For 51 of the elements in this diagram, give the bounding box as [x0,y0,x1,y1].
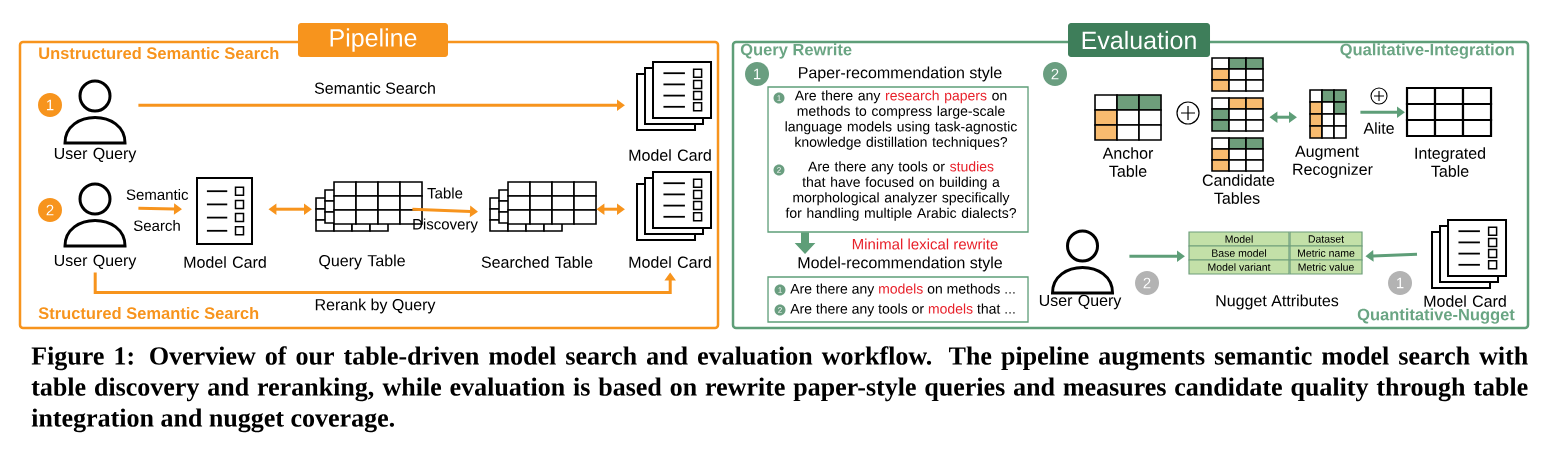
callout-number: 2 [1043,62,1067,86]
edge-label: Semantic Search [314,82,435,94]
node-label: Candidate Tables [1202,174,1275,204]
callout-number: 1 [745,62,769,86]
style-heading: Paper-recommendation style [799,66,1002,82]
section-title: Unstructured Semantic Search [39,46,279,60]
table-cell: Base model [1188,245,1290,261]
callout-number: 2 [774,304,786,316]
question: Are there any models on methods ... [790,283,1015,297]
section-title: Structured Semantic Search [38,306,259,320]
node-label: Query Table [319,254,405,270]
callout-number: 1 [774,284,786,296]
node-label: User Query [54,254,137,270]
edge-label: Minimal lexical rewrite [852,238,998,250]
table-cell: Metric value [1289,259,1363,275]
callout-number: 1 [1388,271,1412,295]
edge-label: Rerank by Query [315,298,436,314]
caption: Figure 1: Overview of our table-driven model search and evaluation workflow. The pipeline augments semantic model search with table discovery and reranking, while evaluation is based on rewrite paper-style queries and measures candidate quality through table integration and nugget coverage. [31,346,1528,433]
node-label: Augment Recognizer [1293,145,1373,179]
table-cell: Metric name [1289,245,1363,261]
node-label: Model Card [629,256,711,268]
table-cell: Dataset [1289,231,1363,247]
node-label: User Query [1039,294,1122,310]
edge-label: Semantic Search [126,189,189,231]
table-cell: Model [1188,231,1290,247]
edge-label: Table Discovery [413,187,478,233]
title-tab: Pipeline [298,23,448,57]
table-cell: Model variant [1188,259,1290,275]
node-label: Model Card [1424,295,1506,307]
section-title: Query Rewrite [740,43,852,59]
style-heading: Model-recommendation style [798,256,1002,272]
node-label: Integrated Table [1415,147,1485,177]
section-title: Qualitative-Integration [1340,43,1514,59]
node-label: Model Card [629,149,711,161]
node-label: User Query [54,147,137,163]
callout-number: 1 [38,93,62,117]
node-label: Model Card [184,256,266,268]
callout-number: 2 [773,164,785,176]
node-label: Nugget Attributes [1216,294,1339,310]
section-title: Quantitative-Nugget [1357,308,1515,324]
arrow [93,272,676,294]
question: Are there any research papers on methods to compress large-scale language models using task-agnostic knowledge distillation techniques? [785,90,1017,150]
callout-number: 2 [1135,271,1159,295]
callout-number: 1 [773,92,785,104]
edge-label: Alite [1363,122,1394,134]
question: Are there any tools or models that ... [790,303,1015,317]
title-tab: Evaluation [1068,23,1210,57]
node-label: Searched Table [481,256,593,268]
callout-number: 2 [38,198,62,222]
question: Are there any tools or studies that have focused on building a morphological analyzer specifically for handling multiple Arabic dialects? [785,161,1016,221]
node-label: Anchor Table [1102,147,1154,177]
